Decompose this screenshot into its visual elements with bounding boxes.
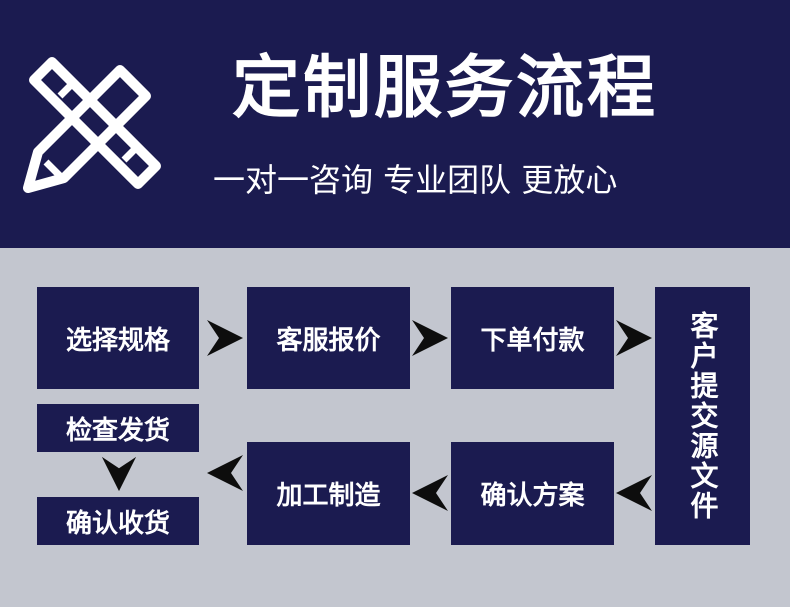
step-confirm-plan: 确认方案 [451, 442, 614, 545]
step-manufacture: 加工制造 [247, 442, 410, 545]
arrow-left-icon [412, 475, 448, 511]
page-title: 定制服务流程 [232, 49, 659, 128]
arrow-right-icon [412, 320, 448, 356]
step-submit-files: 客户提交源文件 [655, 287, 750, 545]
step-order-pay: 下单付款 [451, 287, 614, 389]
page-subtitle: 一对一咨询 专业团队 更放心 [213, 161, 618, 199]
arrow-left-icon [616, 475, 652, 511]
arrow-right-icon [616, 320, 652, 356]
arrow-down-icon [101, 456, 137, 492]
step-customer-quote: 客服报价 [247, 287, 410, 389]
step-inspect-ship: 检查发货 [37, 404, 199, 452]
header-banner: 定制服务流程 一对一咨询 专业团队 更放心 [0, 0, 790, 248]
step-select-spec: 选择规格 [37, 287, 199, 389]
pencil-ruler-icon [23, 57, 161, 193]
arrow-left-icon [207, 455, 243, 491]
arrow-right-icon [207, 320, 243, 356]
step-confirm-receipt: 确认收货 [37, 497, 199, 545]
